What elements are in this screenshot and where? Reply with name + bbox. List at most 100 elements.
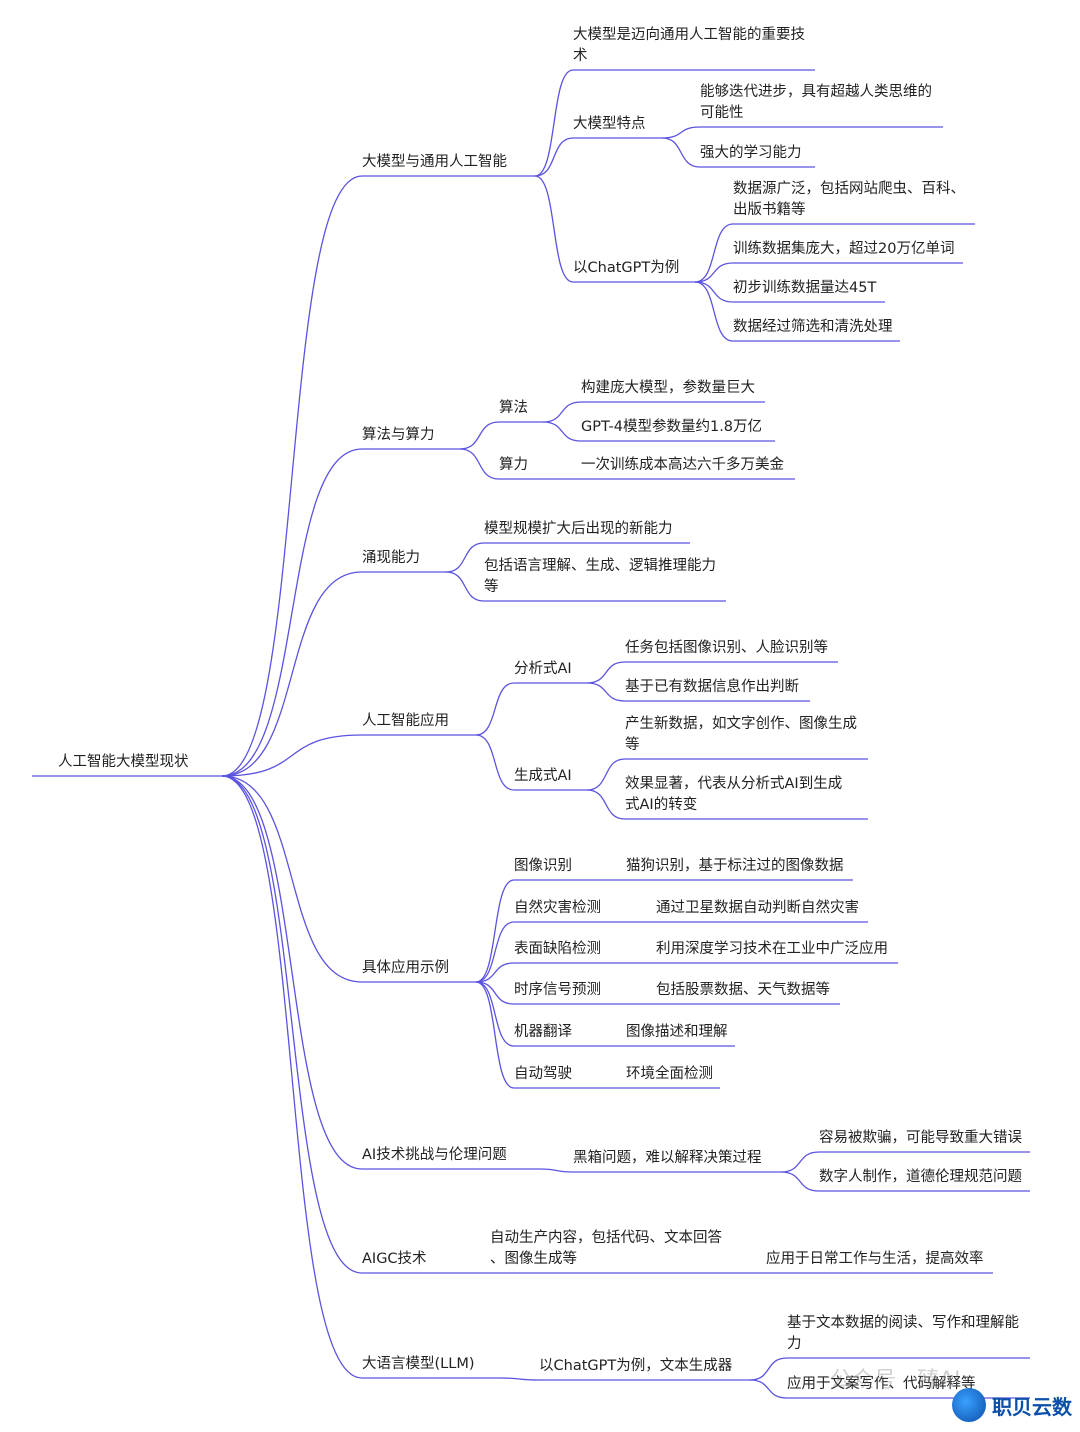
node-1-0-1-label: GPT-4模型参数量约1.8万亿: [581, 418, 762, 435]
edge-0-1-0: [661, 126, 701, 139]
edge-1-0: [459, 421, 500, 450]
edge-3-0-0: [586, 661, 626, 684]
branch-3-label: 人工智能应用: [362, 711, 449, 729]
branch-4-label: 具体应用示例: [362, 958, 449, 976]
edge-4-3: [475, 981, 515, 1005]
node-3-1-label: 生成式AI: [514, 767, 572, 784]
root-node-label: 人工智能大模型现状: [58, 753, 189, 770]
mind-map-nodes: 人工智能大模型现状大模型与通用人工智能大模型是迈向通用人工智能的重要技术大模型特…: [32, 26, 1030, 1399]
edge-3-1: [475, 734, 515, 791]
node-0-0-line-2: 术: [573, 47, 588, 64]
edge-3-1-0: [586, 758, 626, 791]
edge-1-0-1: [542, 421, 582, 442]
node-3-1-1-line-1: 效果显著，代表从分析式AI到生成: [625, 775, 842, 792]
node-3-0-label: 分析式AI: [514, 660, 572, 677]
node-0-1-1-label: 强大的学习能力: [700, 144, 802, 161]
node-4-3-0-label: 包括股票数据、天气数据等: [656, 980, 830, 998]
node-0-2-2-label: 初步训练数据量达45T: [733, 279, 876, 296]
branch-6-label: AIGC技术: [362, 1250, 427, 1267]
node-3-1-0-line-1: 产生新数据，如文字创作、图像生成: [625, 715, 857, 732]
node-7-0-0-line-2: 力: [787, 1335, 802, 1352]
edge-5-0-0: [780, 1151, 820, 1173]
branch-2-label: 涌现能力: [362, 549, 420, 566]
node-0-0-line-1: 大模型是迈向通用人工智能的重要技: [573, 26, 805, 43]
node-1-0-label: 算法: [499, 399, 528, 416]
edge-0-2-0: [694, 223, 734, 283]
edge-1-0-0: [542, 401, 582, 423]
edge-3-0-1: [586, 682, 626, 702]
node-2-0-label: 模型规模扩大后出现的新能力: [484, 520, 673, 537]
brand-logo-icon: [952, 1388, 986, 1422]
edge-3-0: [475, 682, 515, 736]
edge-5-0: [539, 1168, 574, 1173]
edge-5-0-1: [780, 1171, 820, 1192]
edge-3-1-1: [586, 789, 626, 820]
node-6-0-line-1: 自动生产内容，包括代码、文本回答: [490, 1229, 722, 1246]
node-3-0-0-label: 任务包括图像识别、人脸识别等: [625, 638, 828, 656]
node-0-2-label: 以ChatGPT为例: [573, 259, 679, 276]
edge-0-2-3: [694, 281, 734, 342]
node-5-0-1-label: 数字人制作，道德伦理规范问题: [819, 1168, 1022, 1185]
edge-6: [221, 775, 363, 1274]
edge-0-1: [534, 137, 574, 177]
edge-5: [221, 775, 363, 1170]
node-4-1-0-label: 通过卫星数据自动判断自然灾害: [656, 899, 859, 916]
node-1-0-0-label: 构建庞大模型，参数量巨大: [581, 379, 755, 396]
node-1-1-label: 算力: [499, 456, 528, 473]
node-3-0-1-label: 基于已有数据信息作出判断: [625, 678, 799, 695]
edge-0-0: [534, 69, 574, 177]
node-1-1-0-label: 一次训练成本高达六千多万美金: [581, 456, 784, 473]
edge-3: [221, 734, 363, 777]
node-3-1-0-line-2: 等: [625, 735, 640, 753]
edge-4-0: [475, 879, 515, 983]
edge-4-1: [475, 921, 515, 983]
edge-0-2: [534, 175, 574, 283]
node-4-3-label: 时序信号预测: [514, 981, 601, 998]
node-4-5-label: 自动驾驶: [514, 1065, 572, 1082]
node-4-0-0-label: 猫狗识别，基于标注过的图像数据: [626, 857, 844, 874]
watermark: 职贝云数: [952, 1388, 1072, 1422]
edge-2-0: [445, 542, 485, 573]
node-0-2-3-label: 数据经过筛选和清洗处理: [733, 318, 893, 335]
edge-2: [221, 571, 363, 777]
node-4-4-0-label: 图像描述和理解: [626, 1023, 728, 1040]
node-4-2-label: 表面缺陷检测: [514, 940, 601, 957]
node-5-0-0-label: 容易被欺骗，可能导致重大错误: [819, 1129, 1022, 1146]
node-2-1-line-1: 包括语言理解、生成、逻辑推理能力: [484, 557, 716, 574]
brand-name: 职贝云数: [992, 1394, 1072, 1419]
node-7-0-1-label: 应用于文案写作、代码解释等: [787, 1374, 976, 1392]
node-0-1-0-line-1: 能够迭代进步，具有超越人类思维的: [700, 83, 932, 100]
node-2-1-line-2: 等: [484, 577, 499, 595]
mind-map-edges: [221, 69, 820, 1399]
edge-7: [221, 775, 363, 1379]
branch-1-label: 算法与算力: [362, 426, 435, 443]
node-4-1-label: 自然灾害检测: [514, 899, 601, 916]
edge-4-4: [475, 981, 515, 1047]
node-5-0-label: 黑箱问题，难以解释决策过程: [573, 1149, 762, 1166]
edge-4: [221, 775, 363, 983]
watermark-text: 公众号 · 臻AI: [830, 1368, 961, 1393]
edge-7-0: [499, 1377, 540, 1381]
edge-0-2-1: [694, 262, 734, 283]
node-6-0-0-label: 应用于日常工作与生活，提高效率: [766, 1249, 984, 1267]
node-6-0-line-2: 、图像生成等: [490, 1249, 577, 1267]
node-0-1-label: 大模型特点: [573, 115, 646, 132]
node-3-1-1-line-2: 式AI的转变: [625, 796, 697, 813]
edge-4-5: [475, 981, 515, 1089]
node-0-2-0-line-1: 数据源广泛，包括网站爬虫、百科、: [733, 180, 965, 197]
node-4-2-0-label: 利用深度学习技术在工业中广泛应用: [656, 939, 888, 957]
edge-1-1: [459, 448, 500, 480]
edge-4-2: [475, 962, 515, 983]
edge-0-2-2: [694, 281, 734, 303]
node-0-2-1-label: 训练数据集庞大，超过20万亿单词: [733, 240, 954, 257]
branch-5-label: AI技术挑战与伦理问题: [362, 1146, 507, 1163]
node-7-0-label: 以ChatGPT为例，文本生成器: [539, 1357, 733, 1374]
node-4-5-0-label: 环境全面检测: [626, 1064, 713, 1082]
edge-0-1-1: [661, 137, 701, 168]
node-0-1-0-line-2: 可能性: [700, 104, 744, 121]
node-0-2-0-line-2: 出版书籍等: [733, 200, 806, 218]
edge-2-1: [445, 571, 485, 602]
node-4-0-label: 图像识别: [514, 857, 572, 874]
node-7-0-0-line-1: 基于文本数据的阅读、写作和理解能: [787, 1314, 1019, 1331]
